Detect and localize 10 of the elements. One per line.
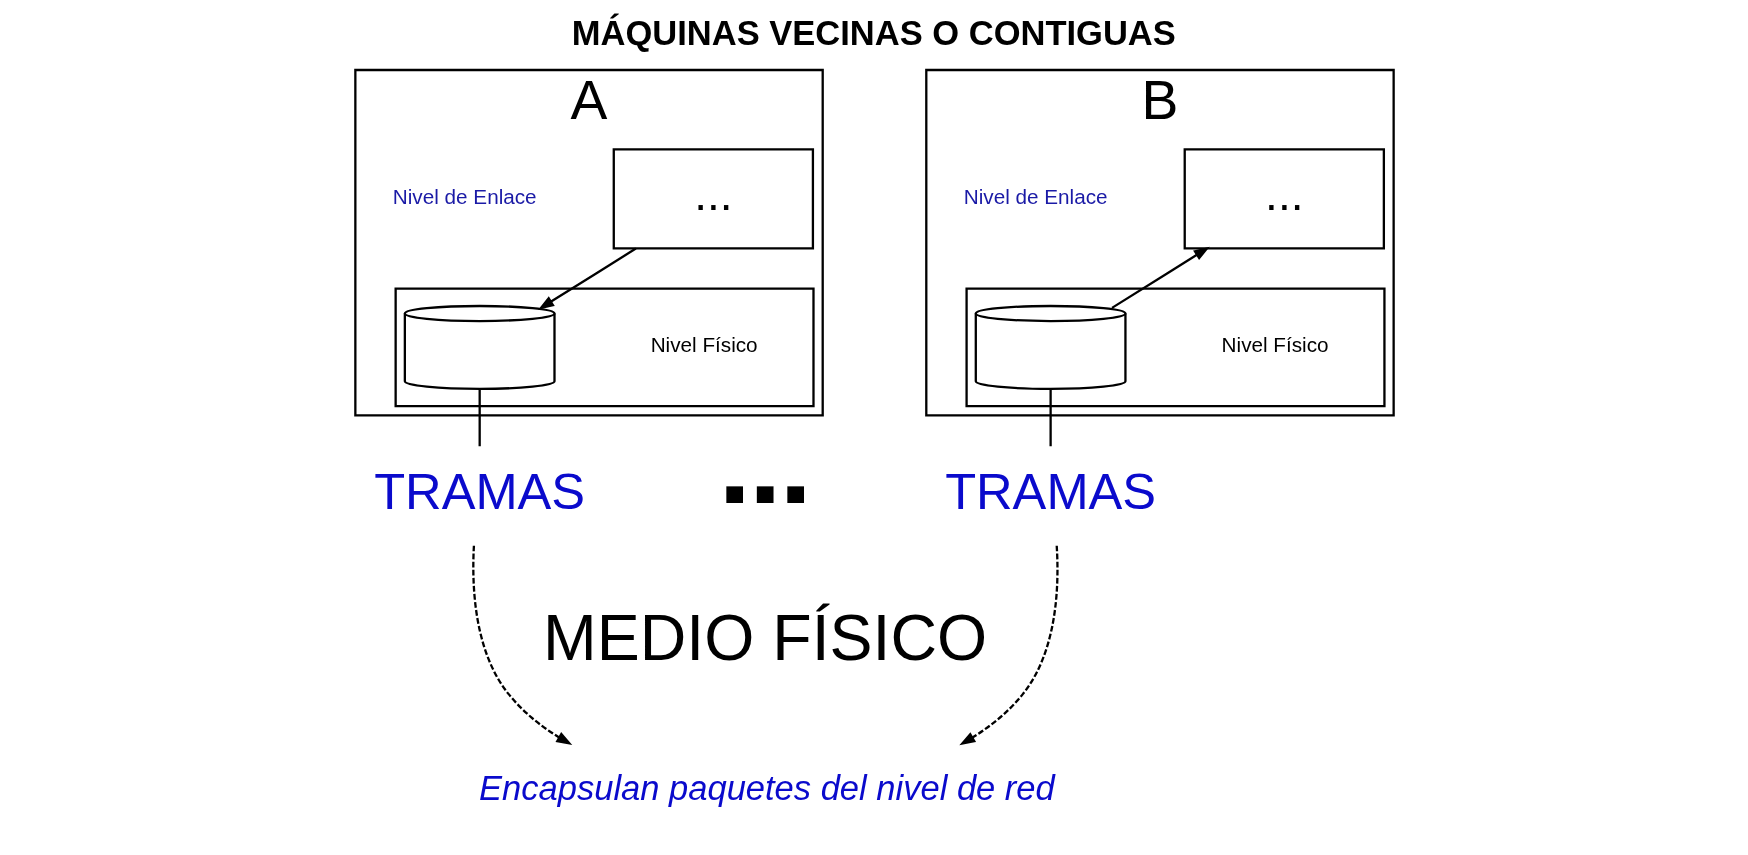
node-label: Nivel Físico <box>1221 332 1329 356</box>
node-label: Nivel Físico <box>650 332 758 356</box>
node-text: TRAMAS <box>373 462 585 520</box>
diagram-title: MÁQUINAS VECINAS O CONTIGUAS <box>571 13 1176 52</box>
node-text: Encapsulan paquetes del nivel de red <box>478 768 1055 807</box>
label: ■ ■ ■ <box>723 473 806 512</box>
node-label: Nivel de Enlace <box>963 184 1108 208</box>
label: MEDIO FÍSICO <box>542 601 987 674</box>
node-label: Nivel de Enlace <box>392 184 537 208</box>
node-text: TRAMAS <box>944 462 1156 520</box>
